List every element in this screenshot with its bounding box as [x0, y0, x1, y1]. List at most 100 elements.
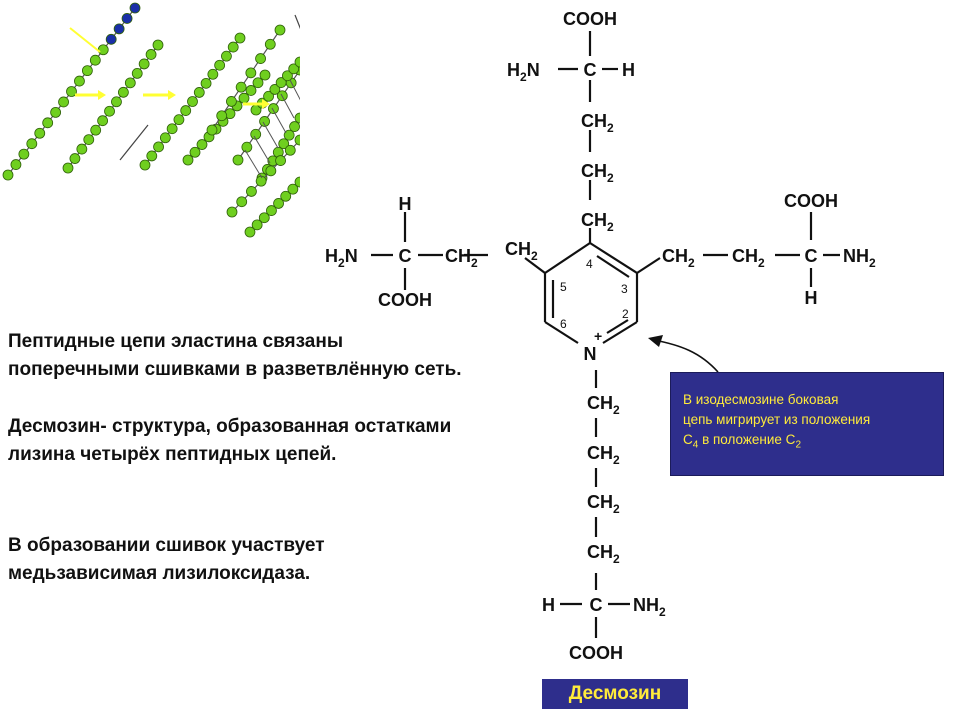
bottom-hydrogen-label: H	[542, 595, 555, 615]
amino-acid-bead	[273, 198, 284, 209]
callout-line2: цепь мигрирует из положения	[683, 412, 871, 427]
top-alpha-carbon-label: C	[584, 60, 597, 80]
process-arrow-head	[98, 90, 106, 100]
amino-acid-bead	[180, 105, 192, 116]
amino-acid-bead	[193, 87, 205, 98]
amino-acid-bead	[244, 226, 256, 238]
process-arrow-head	[262, 99, 270, 109]
top-hydrogen-label: H	[622, 60, 635, 80]
amino-acid-bead	[294, 56, 300, 68]
paragraph-lysyl-oxidase-line2: медьзависимая лизилоксидаза.	[8, 563, 311, 584]
amino-acid-bead	[246, 186, 257, 197]
bottom-ch2-1: CH2	[587, 393, 620, 417]
amino-acid-bead	[245, 67, 257, 79]
amino-acid-bead	[104, 105, 115, 117]
crosslink	[271, 107, 287, 134]
amino-acid-bead	[124, 77, 136, 89]
formula-bonds	[371, 31, 840, 638]
amino-acid-bead	[255, 53, 266, 64]
amino-acid-bead	[18, 148, 30, 160]
amino-acid-bead	[283, 129, 295, 141]
amino-acid-bead	[76, 143, 88, 155]
amino-acid-bead	[264, 38, 276, 50]
amino-acid-bead	[173, 114, 185, 126]
stray-mark	[294, 14, 300, 30]
amino-acid-bead	[69, 153, 81, 164]
amino-acid-bead	[269, 84, 281, 95]
amino-acid-bead	[2, 169, 14, 181]
stray-mark	[119, 124, 149, 161]
amino-acid-bead	[146, 150, 158, 162]
ring-position-4: 4	[586, 257, 593, 271]
right-amino-label: NH2	[843, 246, 876, 270]
amino-acid-bead	[294, 112, 300, 124]
amino-acid-bead	[111, 96, 122, 108]
amino-acid-bead	[275, 77, 287, 88]
callout-line1: В изодесмозине боковая	[683, 392, 839, 407]
amino-acid-bead	[131, 67, 143, 79]
callout-arrow-head	[648, 335, 663, 347]
paragraph-elastin-line2: поперечными сшивками в разветвлённую сет…	[8, 359, 462, 380]
paragraph-elastin-line1: Пептидные цепи эластина связаны	[8, 331, 344, 352]
amino-acid-bead	[259, 69, 271, 81]
amino-acid-bead	[81, 65, 93, 77]
amino-acid-bead	[187, 96, 198, 107]
amino-acid-bead	[58, 96, 69, 108]
amino-acid-bead	[275, 155, 286, 166]
ring-nitrogen-label: N	[584, 344, 597, 364]
amino-acid-bead	[166, 123, 178, 135]
ring-position-5: 5	[560, 280, 567, 294]
amino-acid-bead	[265, 165, 277, 177]
amino-acid-bead	[26, 138, 38, 150]
amino-acid-bead	[287, 183, 299, 195]
amino-acid-bead	[236, 196, 248, 208]
left-ch2-1: CH2	[445, 246, 478, 270]
ring-position-numbers: 2 3 4 5 6	[560, 257, 629, 331]
amino-acid-bead	[200, 77, 212, 89]
amino-acid-bead	[288, 63, 300, 75]
amino-acid-bead	[42, 117, 54, 129]
amino-acid-bead	[10, 159, 22, 170]
amino-acid-bead	[152, 39, 164, 51]
amino-acid-bead	[232, 154, 244, 166]
amino-acid-bead	[62, 162, 74, 174]
amino-acid-bead	[206, 124, 218, 136]
amino-acid-bead	[268, 103, 279, 114]
amino-acid-bead	[251, 219, 263, 231]
right-alpha-carbon-label: C	[805, 246, 818, 266]
amino-acid-bead	[139, 159, 151, 171]
amino-acid-bead	[89, 54, 101, 66]
amino-acid-bead	[153, 141, 164, 153]
amino-acid-bead	[117, 86, 129, 98]
elastin-fiber-illustration	[2, 2, 300, 238]
left-alpha-carbon-label: C	[399, 246, 412, 266]
left-carboxyl-label: COOH	[378, 290, 432, 310]
left-ch2-2: CH2	[505, 239, 538, 263]
bottom-ch2-2: CH2	[587, 443, 620, 467]
paragraph-desmosine-line1: Десмозин- структура, образованная остатк…	[8, 416, 452, 437]
amino-acid-bead	[66, 86, 77, 97]
top-amino-label: H2N	[507, 60, 540, 84]
amino-acid-bead	[294, 134, 300, 146]
crosslink	[280, 93, 295, 119]
amino-acid-bead	[159, 132, 171, 144]
amino-acid-bead	[259, 116, 270, 127]
amino-acid-bead	[252, 77, 264, 89]
amino-acid-bead	[226, 206, 238, 218]
crosslink	[244, 149, 263, 179]
amino-acid-bead	[113, 23, 125, 35]
bottom-amino-label: NH2	[633, 595, 666, 619]
amino-acid-bead	[138, 58, 150, 70]
bottom-ch2-3: CH2	[587, 492, 620, 516]
right-ch2-2: CH2	[732, 246, 765, 270]
amino-acid-bead	[289, 121, 300, 132]
process-arrow-head	[168, 90, 176, 100]
amino-acid-bead	[189, 146, 201, 158]
amino-acid-bead	[214, 59, 226, 71]
crosslink	[253, 135, 271, 164]
crosslink	[289, 79, 300, 101]
amino-acid-bead	[121, 13, 133, 24]
crosslink	[262, 121, 279, 149]
